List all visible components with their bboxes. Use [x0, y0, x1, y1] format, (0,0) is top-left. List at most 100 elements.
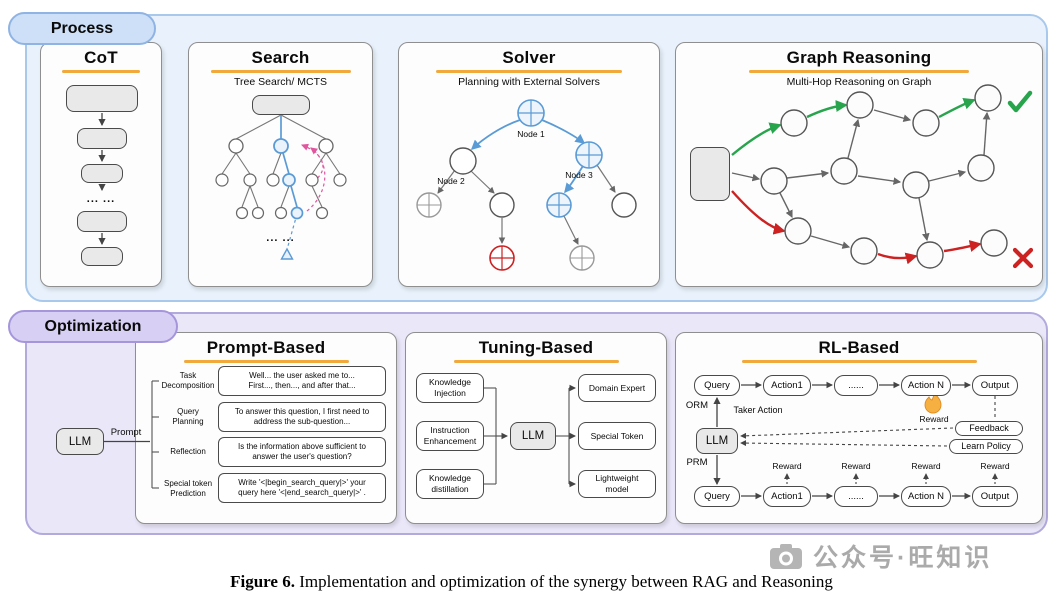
graph-reasoning-panel: Graph Reasoning Multi-Hop Reasoning on G… — [675, 42, 1043, 287]
rl-feedback-box: Feedback — [955, 421, 1023, 436]
optimization-label-text: Optimization — [44, 317, 142, 335]
prompt-based-panel: Prompt-Based Task Decomposition Well... … — [135, 332, 397, 524]
search-title: Search — [251, 48, 310, 67]
rl-top-action1: Action1 — [763, 375, 811, 396]
rl-based-wires — [713, 381, 999, 500]
cot-flow-arrows — [98, 113, 106, 246]
rl-top-action-n: Action N — [901, 375, 951, 396]
tuning-llm-box: LLM — [510, 422, 556, 450]
cot-step-box — [81, 247, 123, 266]
solver-node-1-circleplus — [517, 99, 545, 127]
rl-bottom-action1: Action1 — [763, 486, 811, 507]
tuning-output-box: Lightweight model — [578, 470, 656, 498]
rl-top-output: Output — [972, 375, 1018, 396]
tuning-input-box: Instruction Enhancement — [416, 421, 484, 451]
cot-step-box — [81, 164, 123, 183]
solver-node3-label: Node 3 — [565, 170, 593, 180]
rl-based-panel: RL-Based Query Action1 ...... Action N — [675, 332, 1043, 524]
solver-title-underline — [436, 70, 622, 73]
tuning-based-panel: Tuning-Based Knowledge Injection Instruc… — [405, 332, 667, 524]
reward-icon — [924, 391, 942, 414]
watermark-text: 公众号·旺知识 — [813, 544, 993, 572]
rl-bottom-ellipsis: ...... — [834, 486, 878, 507]
prompt-row-label: Special token Prediction — [163, 479, 213, 498]
rl-bottom-query: Query — [694, 486, 740, 507]
prompt-row-text: To answer this question, I first need to… — [218, 402, 386, 432]
solver-title: Solver — [502, 48, 556, 67]
rl-reward-label: Reward — [980, 461, 1010, 471]
solver-node-3-circleplus — [575, 141, 603, 169]
prompt-llm-box: LLM — [56, 428, 104, 455]
caption-prefix: Figure 6. — [230, 572, 295, 591]
prompt-row-text: Is the information above sufficient to a… — [218, 437, 386, 467]
rl-bottom-output: Output — [972, 486, 1018, 507]
graph-subtitle: Multi-Hop Reasoning on Graph — [786, 76, 932, 88]
process-section-label: Process — [8, 12, 156, 45]
search-title-underline — [210, 70, 351, 73]
prompt-based-wires — [151, 380, 159, 489]
rl-top-query: Query — [694, 375, 740, 396]
cot-panel: CoT ... ... — [40, 42, 162, 287]
prompt-based-title-underline — [183, 360, 349, 363]
solver-subtitle: Planning with External Solvers — [458, 76, 600, 88]
cot-step-box — [77, 128, 127, 149]
rl-top-ellipsis: ...... — [834, 375, 878, 396]
cot-title-underline — [62, 70, 140, 73]
tuning-based-title-underline — [453, 360, 619, 363]
rl-llm-box: LLM — [696, 428, 738, 454]
graph-title: Graph Reasoning — [786, 48, 932, 67]
figure-caption: Figure 6. Implementation and optimizatio… — [0, 572, 1063, 592]
prompt-row-label: Task Decomposition — [161, 371, 215, 390]
check-icon — [1007, 90, 1033, 113]
rl-reward-label: Reward — [841, 461, 871, 471]
solver-gray-circleplus — [569, 245, 595, 271]
prompt-based-title: Prompt-Based — [206, 338, 326, 357]
solver-node2-label: Node 2 — [437, 176, 465, 186]
rl-learn-policy-box: Learn Policy — [949, 439, 1023, 454]
rl-bottom-action-n: Action N — [901, 486, 951, 507]
search-subtitle: Tree Search/ MCTS — [234, 76, 327, 88]
prompt-row-label: Query Planning — [172, 407, 204, 426]
solver-gray-circleplus — [416, 192, 442, 218]
process-label-text: Process — [50, 19, 114, 37]
solver-tree-diagram — [416, 99, 637, 271]
solver-panel: Solver Planning with External Solvers — [398, 42, 660, 287]
search-ellipsis: ... ... — [266, 232, 295, 244]
tuning-output-box: Special Token — [578, 422, 656, 450]
tuning-output-box: Domain Expert — [578, 374, 656, 402]
tuning-input-box: Knowledge distillation — [416, 469, 484, 499]
cot-step-box — [77, 211, 127, 232]
prompt-row-text: Well... the user asked me to... First...… — [218, 366, 386, 396]
rl-taker-action-label: Taker Action — [733, 405, 783, 415]
solver-node-2-circle — [449, 147, 477, 175]
prompt-arrow-label: Prompt — [110, 427, 142, 438]
rl-orm-label: ORM — [685, 400, 709, 411]
tuning-input-box: Knowledge Injection — [416, 373, 484, 403]
watermark: 公众号·旺知识 — [768, 538, 992, 574]
search-terminal-triangle — [280, 247, 294, 260]
cot-ellipsis: ... ... — [86, 193, 116, 205]
rl-based-title-underline — [741, 360, 977, 363]
rl-based-title: RL-Based — [818, 338, 900, 357]
rl-reward-label: Reward — [772, 461, 802, 471]
solver-blue-circleplus — [546, 192, 572, 218]
prompt-row-label: Reflection — [170, 447, 206, 456]
solver-leaf-circle — [489, 192, 515, 218]
search-tree-diagram — [215, 114, 347, 260]
search-root-box — [252, 95, 310, 115]
rl-reward-icon-label: Reward — [919, 414, 949, 424]
graph-diagram — [731, 84, 1034, 269]
tuning-based-wires — [484, 384, 576, 488]
cot-step-box — [66, 85, 138, 112]
prompt-row-text: Write '<|begin_search_query|>' your quer… — [218, 473, 386, 503]
graph-title-underline — [749, 70, 969, 73]
cot-title: CoT — [84, 48, 118, 67]
camera-icon — [770, 544, 802, 569]
search-panel: Search Tree Search/ MCTS — [188, 42, 373, 287]
tuning-based-title: Tuning-Based — [478, 338, 594, 357]
optimization-section-label: Optimization — [8, 310, 178, 343]
solver-red-circleplus — [489, 245, 515, 271]
caption-text: Implementation and optimization of the s… — [299, 572, 833, 591]
rl-prm-label: PRM — [686, 457, 708, 468]
